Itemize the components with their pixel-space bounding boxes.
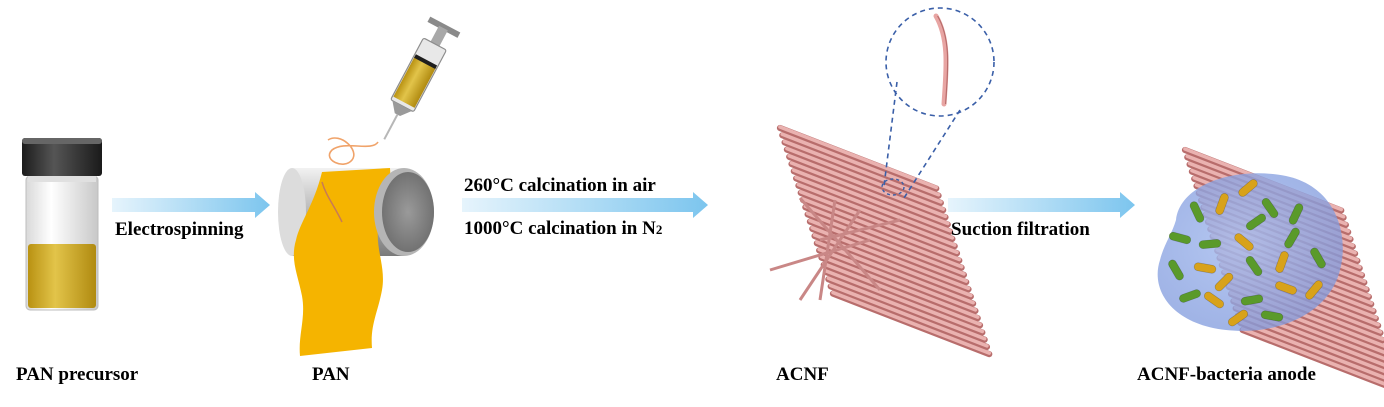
bacterium-icon [1189, 201, 1205, 223]
bacterium-icon [1234, 233, 1254, 251]
zoom-inset [881, 7, 995, 199]
bacterium-icon [1310, 247, 1326, 269]
bacterium-icon [1215, 193, 1229, 215]
fiber [810, 226, 971, 291]
step-electrospinning-label: Electrospinning [115, 219, 244, 240]
bacterium-icon [1245, 255, 1263, 277]
bacterium-icon [1275, 251, 1289, 273]
cross-fiber [819, 218, 901, 242]
bacterium-icon [1288, 203, 1304, 225]
cross-fiber [818, 199, 837, 301]
arrow-suction-filtration [948, 192, 1135, 218]
fiber [798, 190, 959, 255]
stage-label-pan: PAN [312, 364, 350, 385]
cross-fiber [798, 197, 882, 291]
bacterium-icon [1260, 310, 1284, 322]
bacterium-icon [1227, 309, 1249, 327]
fiber [824, 269, 985, 334]
bacterium-icon [1284, 227, 1300, 249]
fiber [801, 197, 962, 262]
fiber [785, 146, 945, 211]
syringe-icon [383, 16, 461, 140]
stage-label-acnf-bacteria-anode: ACNF-bacteria anode [1137, 364, 1316, 385]
fiber [831, 290, 992, 355]
fiber [826, 276, 987, 341]
fiber [805, 211, 966, 276]
bacterium-icon [1275, 281, 1297, 295]
fiber [787, 154, 948, 219]
fiber [821, 261, 982, 327]
fiber [794, 175, 955, 240]
bacteria-cells [1168, 179, 1326, 327]
arrow-calcination [462, 192, 708, 218]
step-calcination-air-label: 260°C calcination in air [464, 175, 656, 196]
fiber [1240, 327, 1384, 386]
fiber [817, 247, 978, 312]
bacterium-icon [1245, 213, 1267, 231]
bacterium-icon [1193, 262, 1217, 274]
fiber [1238, 319, 1384, 380]
acnf-fiber-mat [769, 124, 993, 358]
fiber [815, 240, 975, 305]
fiber [789, 161, 950, 226]
bacterium-icon [1214, 272, 1234, 292]
fiber [828, 283, 989, 348]
bacterium-icon [1238, 179, 1258, 197]
fiber [778, 125, 939, 190]
arrow-electrospinning [112, 192, 270, 218]
step-suction-filtration-label: Suction filtration [951, 219, 1090, 240]
bacterium-icon [1240, 294, 1264, 306]
bacterium-icon [1168, 259, 1184, 281]
cross-fiber [769, 238, 871, 272]
step-calcination-n2-label: 1000°C calcination in N2 [464, 218, 662, 240]
stage-label-acnf: ACNF [776, 364, 829, 385]
fiber [796, 182, 957, 247]
bacterium-icon [1261, 197, 1279, 219]
fiber [780, 132, 941, 197]
bacterium-icon [1168, 231, 1192, 245]
calcination-n2-subscript: 2 [655, 222, 663, 237]
stage-label-pan-precursor: PAN precursor [16, 364, 139, 385]
fiber [819, 254, 980, 319]
fiber [792, 168, 952, 233]
calcination-n2-text: 1000°C calcination in N [464, 218, 656, 239]
vial-icon [22, 138, 102, 311]
bacterium-icon [1305, 280, 1323, 300]
fiber [808, 218, 968, 283]
bacterium-icon [1203, 291, 1225, 309]
collector-drum-icon [278, 137, 434, 356]
fiber [782, 139, 943, 204]
bacterium-icon [1179, 289, 1201, 303]
bacterium-icon [1198, 239, 1222, 249]
cross-fiber [798, 209, 862, 301]
